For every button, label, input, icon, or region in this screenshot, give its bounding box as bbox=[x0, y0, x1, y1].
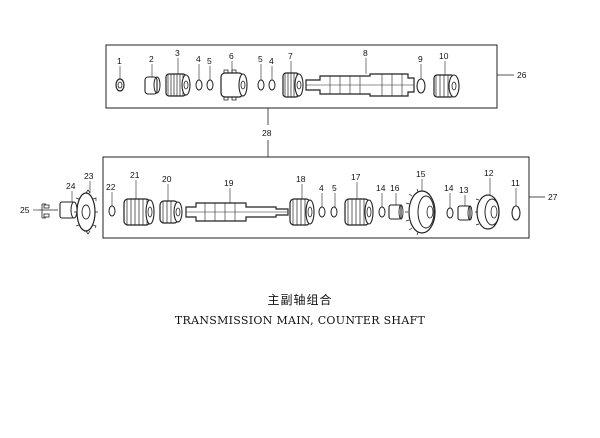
part-14-washer bbox=[378, 206, 386, 218]
part-7-gear bbox=[282, 72, 304, 98]
part-4c-washer bbox=[318, 206, 326, 218]
callout-5-second: 5 bbox=[258, 54, 263, 64]
callout-22: 22 bbox=[106, 182, 116, 192]
part-2-bushing bbox=[144, 76, 161, 95]
part-9-washer bbox=[416, 78, 426, 94]
part-8-main-shaft bbox=[305, 73, 415, 97]
callout-24: 24 bbox=[66, 181, 76, 191]
callout-26: 26 bbox=[517, 70, 527, 80]
callout-25: 25 bbox=[20, 205, 30, 215]
callout-3: 3 bbox=[175, 48, 180, 58]
part-6-gear bbox=[220, 69, 248, 101]
part-20-gear bbox=[159, 200, 183, 224]
part-21-gear bbox=[123, 198, 155, 226]
main-leaders bbox=[119, 58, 446, 80]
callout-2: 2 bbox=[149, 54, 154, 64]
callout-28: 28 bbox=[262, 128, 272, 138]
callout-11: 11 bbox=[511, 178, 520, 188]
part-22-washer bbox=[108, 205, 116, 217]
callout-5: 5 bbox=[207, 56, 212, 66]
callout-9: 9 bbox=[418, 54, 423, 64]
callout-14: 14 bbox=[376, 183, 386, 193]
callout-18: 18 bbox=[296, 174, 306, 184]
title-english: TRANSMISSION MAIN, COUNTER SHAFT bbox=[174, 314, 426, 327]
callout-8: 8 bbox=[363, 48, 368, 58]
part-3-gear bbox=[165, 73, 191, 97]
part-15-gear bbox=[405, 188, 436, 236]
part-14b-washer bbox=[446, 207, 454, 219]
callout-7: 7 bbox=[288, 51, 293, 61]
title-chinese: 主副轴组合 bbox=[267, 293, 333, 307]
callout-27: 27 bbox=[548, 192, 558, 202]
part-17-gear bbox=[344, 198, 374, 226]
callout-4-second: 4 bbox=[269, 56, 274, 66]
main-shaft-assembly bbox=[105, 44, 514, 109]
part-16-bushing bbox=[388, 204, 404, 220]
callout-13: 13 bbox=[459, 185, 469, 195]
part-4-washer bbox=[195, 79, 203, 91]
callout-4-third: 4 bbox=[319, 183, 324, 193]
part-25-bolts bbox=[38, 203, 58, 219]
part-1-washer bbox=[115, 78, 125, 92]
counter-shaft-assembly bbox=[33, 156, 545, 239]
part-24-plate bbox=[59, 201, 78, 219]
part-18-gear bbox=[289, 198, 315, 226]
callout-15: 15 bbox=[416, 169, 426, 179]
callout-14-second: 14 bbox=[444, 183, 454, 193]
callout-21: 21 bbox=[130, 170, 140, 180]
callout-17: 17 bbox=[351, 172, 361, 182]
callout-labels: 1 2 3 4 5 6 5 4 7 8 9 10 26 28 22 21 20 … bbox=[20, 48, 558, 215]
counter-shaft-frame bbox=[102, 156, 530, 239]
part-10-gear bbox=[433, 74, 460, 98]
callout-16: 16 bbox=[390, 183, 400, 193]
callout-4: 4 bbox=[196, 54, 201, 64]
callout-20: 20 bbox=[162, 174, 172, 184]
part-12-gear bbox=[475, 194, 500, 230]
callout-23: 23 bbox=[84, 171, 94, 181]
part-5-circlip bbox=[206, 79, 214, 91]
callout-19: 19 bbox=[224, 178, 234, 188]
part-23-sprocket bbox=[74, 189, 98, 235]
part-5b-circlip bbox=[257, 79, 265, 91]
callout-12: 12 bbox=[484, 168, 494, 178]
counter-leaders bbox=[33, 178, 517, 211]
callout-10: 10 bbox=[439, 51, 449, 61]
callout-1: 1 bbox=[117, 56, 122, 66]
part-11-washer bbox=[511, 205, 521, 221]
main-shaft-frame bbox=[105, 44, 498, 109]
part-13-bushing bbox=[457, 205, 473, 221]
callout-6: 6 bbox=[229, 51, 234, 61]
part-5c-circlip bbox=[330, 206, 338, 218]
part-19-counter-shaft bbox=[185, 202, 289, 222]
part-4b-washer bbox=[268, 79, 276, 91]
callout-5-third: 5 bbox=[332, 183, 337, 193]
